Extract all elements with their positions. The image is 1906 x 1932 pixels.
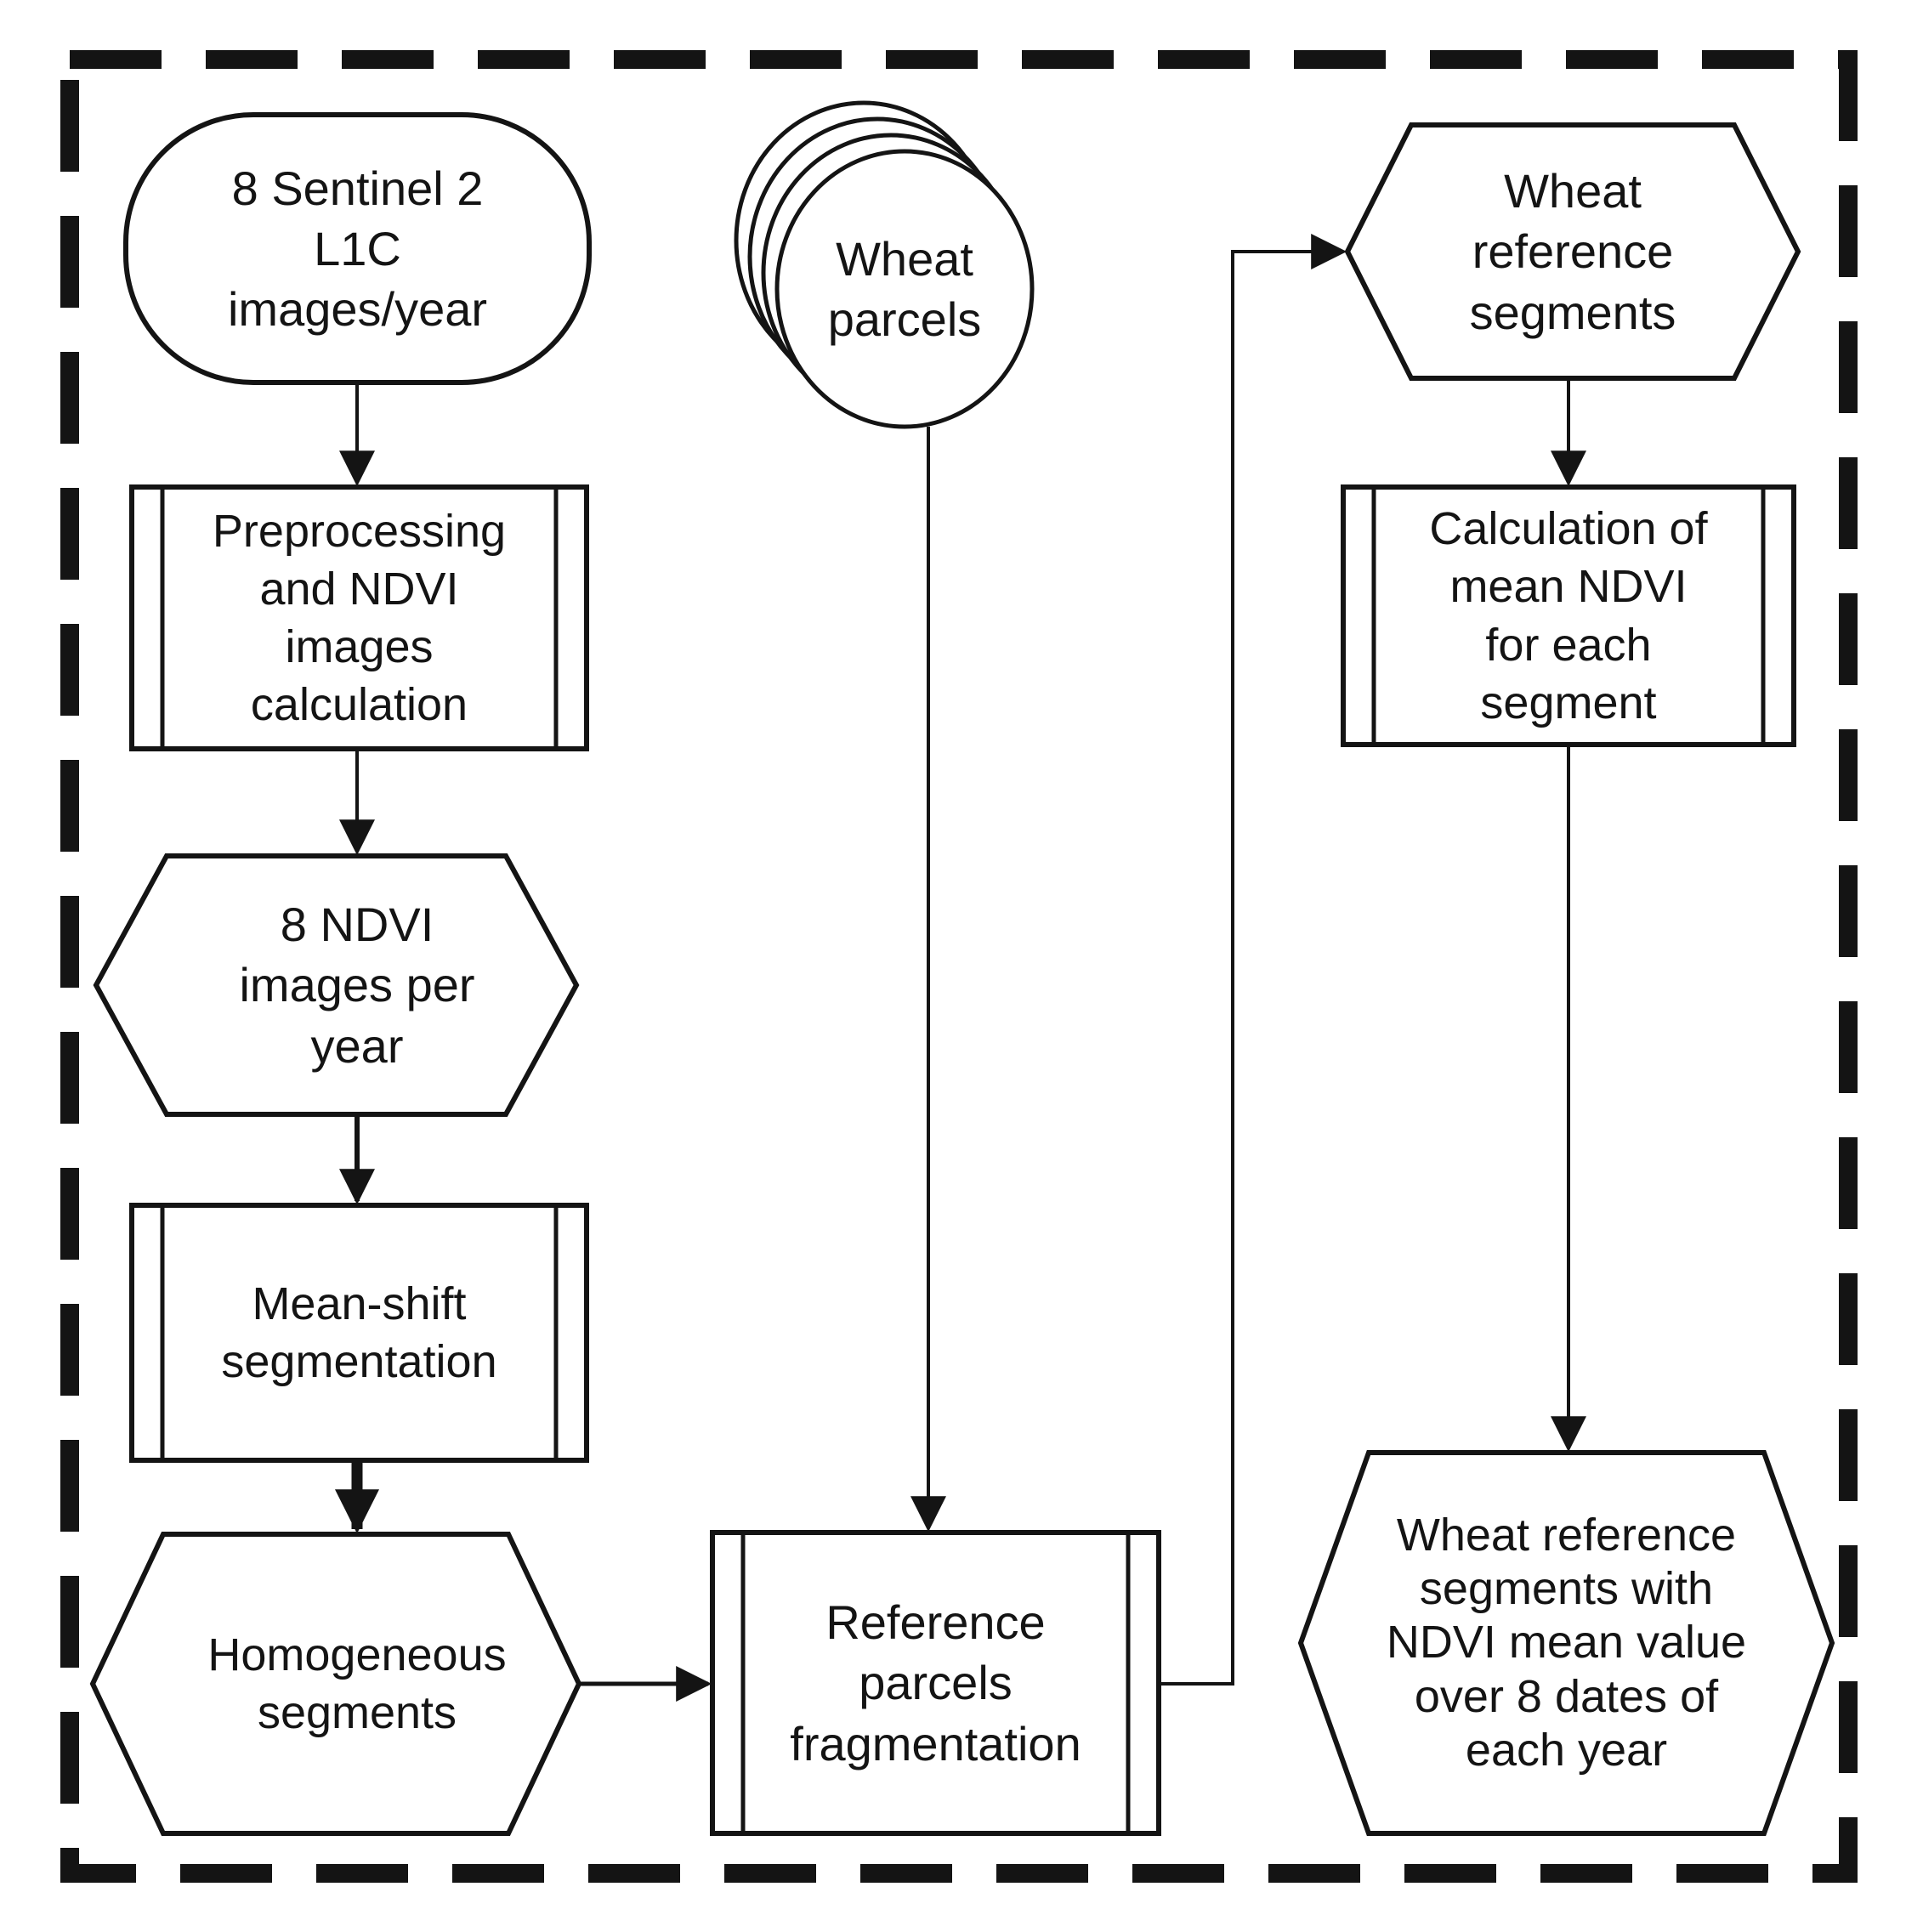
process-shape-reference-fragmentation [710,1530,1161,1836]
stacked-circles-shape-wheat-parcels [734,100,1035,429]
edges-layer [335,234,1586,1702]
hexagon-shape-wheat-segments-ndvi [1297,1450,1835,1836]
hexagon-shape-ndvi-images [93,853,580,1117]
hexagon-shape-homogeneous-segments [89,1532,582,1836]
dashed-border [60,50,1858,1883]
process-shape-mean-shift [129,1203,589,1463]
arrow-fragmentation-to-referencesegments [1159,234,1347,1686]
hexagon-shape-wheat-reference-segments [1344,122,1801,381]
process-shape-preprocessing [129,484,589,751]
terminator-shape-sentinel-images [123,112,592,385]
process-shape-mean-ndvi-calculation [1341,484,1796,747]
